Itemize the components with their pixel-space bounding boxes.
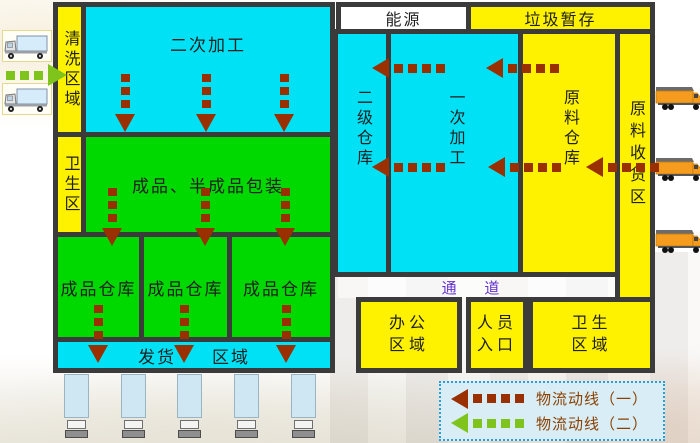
zone-label: 区域	[571, 337, 612, 354]
loading-dock-icon	[234, 374, 259, 438]
flow1-left-arrow-icon	[372, 58, 445, 78]
flow2-legend-arrow-icon	[451, 413, 524, 434]
legend-label: 物流动线（一）	[536, 392, 649, 409]
zone-hygiene-area: 卫生 区域	[528, 297, 655, 373]
zone-label: 成品仓库	[243, 279, 319, 299]
legend-label: 物流动线（二）	[536, 416, 649, 433]
flow1-left-arrow-icon	[488, 157, 561, 177]
flow1-down-arrow-icon	[174, 305, 194, 363]
incoming-truck-icon	[2, 30, 52, 62]
flow1-left-arrow-icon	[586, 157, 659, 177]
zone-label: 区域	[212, 347, 250, 367]
zone-label: 卫生区	[61, 154, 79, 215]
loading-dock-icon	[121, 374, 146, 438]
zone-office-area: 办公 区域	[356, 297, 462, 373]
zone-label: 入口	[476, 337, 517, 354]
zone-label: 二次加工	[170, 36, 246, 55]
loading-dock-icon	[64, 374, 89, 438]
zone-label: 成品、半成品包装	[132, 177, 284, 196]
zone-label: 成品仓库	[60, 279, 137, 299]
zone-label: 清洗区域	[61, 29, 79, 110]
delivery-truck-icon	[655, 87, 700, 110]
flow1-down-arrow-icon	[195, 188, 215, 246]
flow1-left-arrow-icon	[486, 58, 559, 78]
legend-row-flow1: 物流动线（一）	[451, 388, 653, 409]
zone-label: 一次加工	[446, 89, 464, 169]
legend-row-flow2: 物流动线（二）	[451, 413, 653, 434]
zone-label: 二级仓库	[354, 89, 371, 169]
flow-legend: 物流动线（一） 物流动线（二）	[439, 381, 665, 441]
loading-dock-icon	[177, 374, 202, 438]
delivery-truck-icon	[655, 230, 700, 253]
zone-label: 区域	[388, 337, 429, 354]
flow1-down-arrow-icon	[102, 188, 122, 246]
zone-label: 发货	[138, 347, 176, 367]
zone-label: 垃圾暂存	[524, 12, 597, 29]
flow2-entry-arrow-icon	[6, 64, 67, 86]
flow1-down-arrow-icon	[275, 188, 295, 246]
zone-passage: 通 道	[338, 277, 615, 298]
zone-label: 人员	[476, 315, 517, 333]
loading-dock-icon	[291, 374, 316, 438]
zone-label: 办公	[388, 315, 429, 333]
incoming-truck-icon	[2, 83, 52, 115]
delivery-truck-icon	[655, 158, 700, 181]
zone-personnel-entrance: 人员 入口	[466, 297, 528, 373]
zone-label: 原料收货区	[627, 100, 644, 210]
zone-label: 通 道	[441, 281, 512, 297]
zone-label: 卫生	[571, 315, 612, 333]
flow1-legend-arrow-icon	[451, 388, 524, 409]
zone-label: 原料仓库	[561, 89, 578, 169]
flow1-down-arrow-icon	[196, 74, 216, 132]
flow1-down-arrow-icon	[88, 305, 108, 363]
zone-label: 成品仓库	[147, 279, 224, 299]
flow1-down-arrow-icon	[276, 305, 296, 363]
flow1-down-arrow-icon	[274, 74, 294, 132]
zone-label: 能源	[385, 12, 422, 29]
flow1-left-arrow-icon	[372, 157, 445, 177]
flow1-down-arrow-icon	[115, 74, 135, 132]
